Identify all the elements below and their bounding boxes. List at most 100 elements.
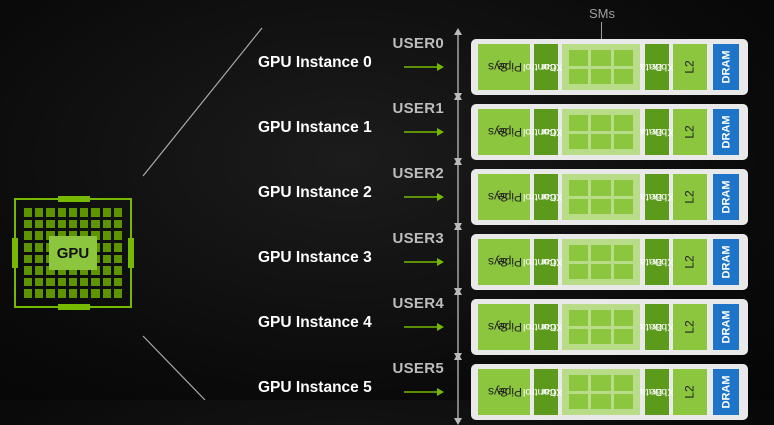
sm-cell: [591, 50, 611, 66]
sm-grid: [569, 245, 633, 279]
l2-label: L2: [682, 255, 697, 269]
arrow-right-icon: [404, 258, 444, 266]
gpu-core-grid: [24, 208, 122, 298]
gpu-core-cell: [80, 208, 89, 217]
sm-cell: [591, 180, 611, 196]
double-arrow-icon: [454, 93, 462, 165]
gpu-core-cell: [80, 219, 89, 229]
gpu-core-cell: [113, 231, 122, 240]
sm-cell: [569, 328, 589, 344]
xbar-label: Xbar: [540, 126, 564, 139]
gpu-core-cell: [35, 277, 44, 287]
arrow-right-icon: [404, 388, 444, 396]
gpu-core-cell: [35, 289, 44, 298]
gpu-core-cell: [24, 266, 33, 275]
dram-block: DRAM: [713, 174, 739, 220]
sm-block: [562, 174, 640, 220]
gpu-core-cell: [80, 266, 89, 275]
l2-block: L2: [673, 174, 707, 220]
gpu-core-cell: [35, 266, 44, 275]
sm-cell: [569, 50, 589, 66]
gpu-chip-icon: GPU: [12, 196, 136, 312]
gpu-core-cell: [57, 266, 66, 275]
l2-label: L2: [682, 60, 697, 74]
gpu-core-cell: [57, 277, 66, 287]
gpu-core-cell: [24, 231, 33, 240]
gpu-core-cell: [24, 219, 33, 229]
sm-block: [562, 304, 640, 350]
l2-block: L2: [673, 369, 707, 415]
sm-cell: [591, 375, 611, 391]
gpu-chip-pin: [58, 304, 90, 310]
sm-cell: [591, 310, 611, 326]
xbar-label: Xbar: [651, 321, 675, 333]
dram-block: DRAM: [713, 44, 739, 90]
gpu-core-cell: [102, 208, 111, 217]
sm-grid: [569, 50, 633, 84]
pipe-label: Pipe: [497, 385, 523, 399]
gpu-core-cell: [102, 254, 111, 264]
gpu-core-cell: [68, 219, 78, 229]
xbar-label: Xbar: [651, 191, 675, 203]
l2-label: L2: [682, 125, 697, 139]
xbar-label: Xbar: [540, 386, 564, 399]
l2-label: L2: [682, 385, 697, 399]
pipe-label: Pipe: [497, 320, 523, 334]
sm-cell: [613, 375, 633, 391]
gpu-core-cell: [68, 277, 78, 287]
gpu-chip-label: GPU: [49, 236, 97, 270]
sm-cell: [591, 328, 611, 344]
gpu-core-cell: [80, 277, 89, 287]
sm-cell: [569, 180, 589, 196]
gpu-core-cell: [35, 254, 44, 264]
l2-block: L2: [673, 44, 707, 90]
sm-cell: [613, 198, 633, 214]
sm-cell: [613, 263, 633, 279]
dram-label: DRAM: [720, 375, 732, 409]
gpu-core-cell: [57, 289, 66, 298]
gpu-chip-pin: [12, 238, 18, 268]
sm-cell: [591, 115, 611, 131]
dram-label: DRAM: [720, 180, 732, 214]
xbar-label: Xbar: [540, 321, 564, 334]
dram-block: DRAM: [713, 109, 739, 155]
sm-grid: [569, 310, 633, 344]
xbar-label: Xbar: [651, 126, 675, 138]
pipe-label: Pipe: [497, 125, 523, 139]
l2-label: L2: [682, 190, 697, 204]
arrow-right-icon: [404, 128, 444, 136]
gpu-core-cell: [57, 219, 66, 229]
xbar-label: Xbar: [651, 61, 675, 73]
sm-cell: [613, 310, 633, 326]
sm-cell: [591, 133, 611, 149]
instance-label: GPU Instance 5: [258, 379, 372, 396]
gpu-core-cell: [68, 231, 78, 240]
gpu-core-cell: [113, 242, 122, 252]
sm-cell: [569, 393, 589, 409]
sm-grid: [569, 115, 633, 149]
double-arrow-icon: [454, 158, 462, 230]
gpu-core-cell: [91, 289, 100, 298]
gpu-core-cell: [46, 289, 55, 298]
sm-cell: [613, 115, 633, 131]
sm-grid: [569, 375, 633, 409]
sm-block: [562, 44, 640, 90]
xbar-label: Xbar: [540, 256, 564, 269]
arrow-right-icon: [404, 193, 444, 201]
gpu-core-cell: [102, 289, 111, 298]
gpu-core-cell: [35, 219, 44, 229]
